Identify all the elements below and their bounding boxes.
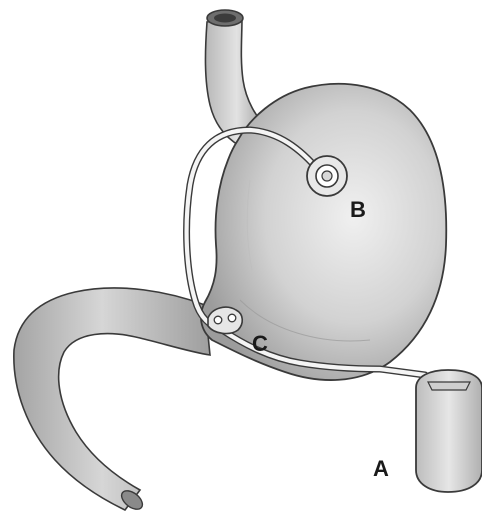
label-a: A — [373, 458, 389, 480]
label-b: B — [350, 199, 366, 221]
label-c: C — [252, 333, 268, 355]
anchor-c — [208, 307, 242, 333]
duodenum — [14, 288, 210, 510]
esophagus-lumen — [214, 14, 236, 23]
device-a — [416, 370, 482, 492]
electrode-b — [307, 156, 347, 196]
device-connector — [428, 382, 470, 390]
